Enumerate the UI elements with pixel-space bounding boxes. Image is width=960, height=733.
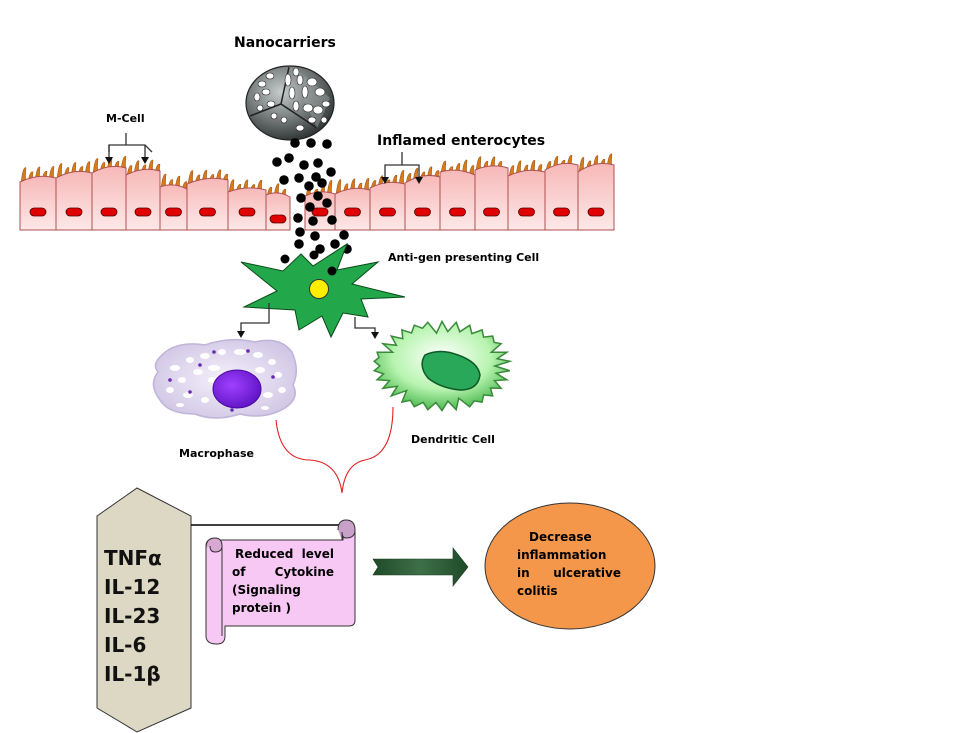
cytokine-item: IL-23: [104, 604, 161, 628]
enterocyte: [404, 166, 441, 231]
nucleus: [29, 207, 47, 217]
cytokine-item: IL-12: [104, 575, 161, 599]
apc-label: Anti-gen presenting Cell: [388, 251, 540, 264]
enterocyte: [186, 169, 229, 231]
nucleus: [483, 207, 500, 217]
outcome-line: inflammation: [517, 548, 607, 562]
cytokine-scroll: [205, 519, 356, 645]
enterocyte: [91, 156, 127, 231]
outcome-line: colitis: [517, 584, 558, 598]
enterocyte: [227, 179, 267, 231]
epithelium-layer: [19, 153, 615, 231]
nucleus: [414, 207, 431, 217]
cytokine-hexagon: [96, 487, 192, 733]
nucleus: [518, 207, 535, 217]
nucleus: [449, 207, 466, 217]
m-cell-bracket: [108, 133, 153, 158]
nucleus: [238, 207, 256, 217]
macrophage-label: Macrophase: [179, 447, 255, 460]
result-arrow: [372, 547, 469, 587]
scroll-line: Reduced level: [235, 547, 334, 561]
m-cell-arrowheads: [105, 157, 149, 164]
nucleus: [165, 207, 182, 217]
apc-branch-arrowheads: [237, 331, 379, 339]
enterocyte: [55, 161, 93, 231]
scroll-line: protein ): [232, 601, 291, 615]
enterocyte: [159, 173, 188, 231]
outcome-text: Decrease inflammation in ulcerative coli…: [517, 528, 621, 600]
enterocytes-arrowheads: [381, 177, 423, 184]
nucleus: [269, 214, 287, 224]
convergence-connector: [275, 406, 394, 494]
scroll-text: Reduced level of Cytokine (Signaling pro…: [232, 545, 334, 617]
enterocyte: [334, 178, 371, 231]
outcome-line: Decrease: [529, 530, 592, 544]
dendritic-cell-icon: [372, 319, 513, 412]
macrophage-icon: [152, 338, 297, 419]
outcome-line: in ulcerative: [517, 566, 621, 580]
nucleus: [344, 207, 361, 217]
enterocyte: [369, 170, 406, 231]
scroll-line: of Cytokine: [232, 565, 334, 579]
cytokine-item: IL-1β: [104, 662, 161, 686]
enterocyte: [19, 166, 57, 231]
enterocyte: [125, 159, 161, 231]
nucleus: [199, 207, 216, 217]
dendritic-cell-label: Dendritic Cell: [411, 433, 495, 446]
cytokine-item: IL-6: [104, 633, 147, 657]
nucleus: [65, 207, 83, 217]
scroll-line: (Signaling: [232, 583, 301, 597]
enterocyte: [507, 159, 546, 231]
antigen-presenting-cell-icon: [240, 242, 406, 339]
nucleus: [379, 207, 396, 217]
enterocyte: [474, 156, 509, 231]
inflamed-enterocytes-label: Inflamed enterocytes: [377, 133, 546, 149]
nanocarriers-label: Nanocarriers: [234, 35, 336, 51]
enterocytes-bracket: [384, 152, 420, 178]
cytokine-item: TNFα: [104, 546, 162, 570]
nucleus: [134, 207, 152, 217]
nucleus: [311, 207, 329, 217]
cytokine-list: TNFα IL-12 IL-23 IL-6 IL-1β: [104, 544, 162, 689]
enterocyte: [544, 154, 579, 231]
enterocyte: [265, 183, 291, 231]
nucleus: [100, 207, 118, 217]
outcome-oval: [484, 502, 656, 630]
enterocyte: [439, 159, 476, 231]
nanoparticles-overlay: [280, 250, 337, 276]
enterocyte: [577, 153, 615, 231]
m-cell-label: M-Cell: [106, 112, 145, 125]
nucleus: [587, 207, 605, 217]
nanocarrier-icon: [245, 65, 335, 141]
nucleus: [553, 207, 570, 217]
nanoparticles: [272, 138, 352, 254]
apc-branch-arrows: [240, 303, 376, 333]
